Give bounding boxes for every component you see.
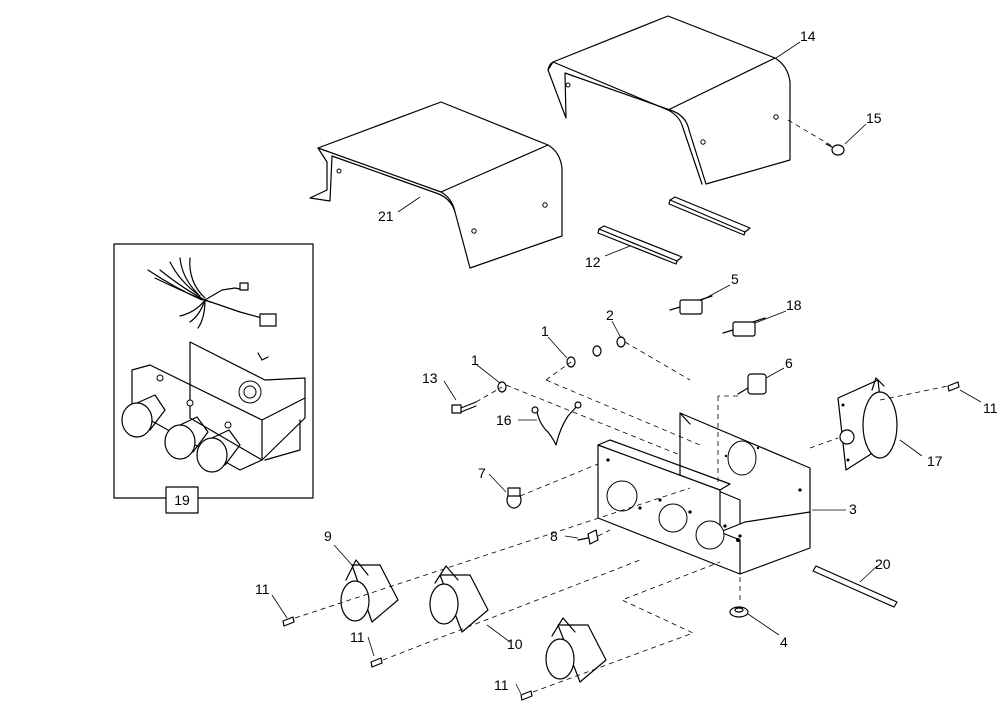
- callout-10: 10: [507, 636, 523, 652]
- callout-12: 12: [585, 254, 601, 270]
- bolt-part-13: [451, 401, 477, 414]
- switch-part-5: [669, 295, 713, 315]
- callout-7: 7: [478, 465, 486, 481]
- alignment-lines: [294, 119, 949, 693]
- callout-11a: 11: [255, 581, 270, 597]
- switch-part-6: [737, 373, 767, 395]
- kit-box-19: [113, 243, 314, 514]
- callout-20: 20: [875, 556, 891, 572]
- strip-parts-12: [597, 196, 751, 265]
- screw-parts-11: [282, 381, 960, 701]
- callout-16: 16: [496, 412, 512, 428]
- callout-5: 5: [731, 271, 739, 287]
- cover-part-14: [547, 15, 791, 185]
- callout-18: 18: [786, 297, 802, 313]
- callout-8: 8: [550, 528, 558, 544]
- nut-part-15: [825, 143, 845, 156]
- callout-4: 4: [780, 634, 788, 650]
- callout-labels: 14 15 21 12 5 18 2 1 1 13 6 16 7 11 17 3…: [174, 28, 998, 693]
- panel-part-3: [597, 412, 811, 575]
- callout-3: 3: [849, 501, 857, 517]
- callout-13: 13: [422, 370, 438, 386]
- switch-part-18: [722, 317, 766, 337]
- cable-part-16: [531, 401, 582, 446]
- callout-11b: 11: [350, 629, 365, 645]
- leader-lines: [271, 41, 982, 695]
- socket-part-10b: [545, 617, 607, 683]
- callout-17: 17: [927, 453, 943, 469]
- callout-1a: 1: [541, 323, 549, 339]
- washer-parts: [497, 336, 626, 393]
- callout-11c: 11: [494, 677, 509, 693]
- rod-part-20: [812, 565, 898, 608]
- grommet-part-7: [506, 487, 522, 509]
- screw-part-8: [577, 529, 599, 545]
- callout-21: 21: [378, 208, 394, 224]
- callout-1b: 1: [471, 352, 479, 368]
- socket-part-17: [837, 377, 898, 471]
- callout-9: 9: [324, 528, 332, 544]
- socket-part-9: [340, 559, 399, 623]
- callout-14: 14: [800, 28, 816, 44]
- cover-part-21: [309, 101, 563, 269]
- callout-15: 15: [866, 110, 882, 126]
- callout-2: 2: [606, 307, 614, 323]
- grommet-part-4: [729, 606, 749, 618]
- callout-11d: 11: [983, 400, 998, 416]
- callout-6: 6: [785, 355, 793, 371]
- callout-19: 19: [174, 492, 190, 508]
- socket-part-10a: [429, 565, 489, 633]
